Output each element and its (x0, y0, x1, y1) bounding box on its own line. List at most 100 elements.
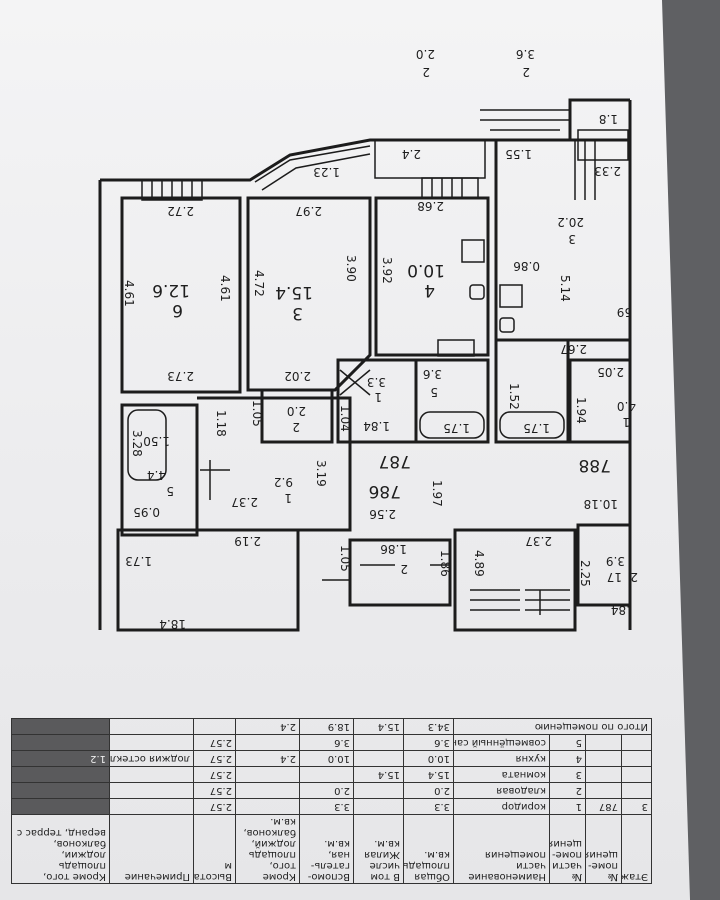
total-living: 15.4 (353, 718, 404, 735)
plan-label: 4.4 (147, 468, 166, 482)
plan-label: 2.33 (594, 164, 621, 178)
apartment-number-788: 788 (579, 455, 611, 475)
cell-height: 2.57 (193, 798, 236, 815)
plan-label: 1.75 (523, 421, 550, 435)
plan-label: 17 (607, 570, 622, 584)
bathtub-786 (127, 409, 167, 481)
cell-total: 3.3 (403, 798, 454, 815)
plan-label: 10.18 (584, 497, 618, 511)
total-area: 34.3 (403, 718, 454, 735)
cell-apt (585, 750, 622, 767)
cell-apt (585, 734, 622, 751)
table-header-row: Этаж № поме-щения № части поме-щения Наи… (11, 814, 652, 884)
cell-height: 2.57 (193, 766, 236, 783)
cell-living (353, 798, 404, 815)
cell-living (353, 750, 404, 767)
header-aux-area: Вспомо-гатель-ная, кв.м. (299, 814, 354, 884)
cell-aux: 3.3 (299, 798, 354, 815)
total-height (193, 718, 236, 735)
balcony-lines (480, 109, 570, 131)
table-row: 2 кладовая 2.0 2.0 2.57 (11, 782, 652, 799)
cell-living (353, 782, 404, 799)
plan-label: 5 (430, 385, 438, 399)
total-extra (11, 718, 110, 735)
plan-label: 4.61 (122, 280, 136, 307)
header-floor: Этаж (621, 814, 652, 884)
plan-label: 3.6 (516, 47, 535, 61)
plan-label: 2.68 (417, 199, 444, 213)
plan-label: 2.02 (284, 369, 311, 383)
cell-balcony: 2.4 (235, 750, 300, 767)
cell-living (353, 734, 404, 751)
cell-total: 2.0 (403, 782, 454, 799)
total-balcony: 2.4 (235, 718, 300, 735)
room-2-786 (348, 538, 452, 607)
plan-label: 1.86 (438, 550, 452, 577)
explication-area: Этаж № поме-щения № части поме-щения Наи… (0, 640, 690, 900)
room-2-storage (260, 388, 334, 444)
plan-label: 3.6 (423, 367, 442, 381)
plan-label: 9.2 (274, 475, 293, 489)
room-lower-left (116, 528, 300, 632)
plan-label: 5 (166, 484, 174, 498)
cell-living: 15.4 (353, 766, 404, 783)
floor-plan-drawing: 2.0 2 3.6 2 1.8 1.23 2.4 1.55 2.33 2.72 … (98, 47, 638, 632)
header-note: Примечание (109, 814, 194, 884)
header-part-name: Наименование части помещения (453, 814, 550, 884)
cell-apt (585, 782, 622, 799)
cell-part: 3 (549, 766, 586, 783)
plan-label: .84 (611, 603, 630, 617)
plan-label: 2.05 (597, 365, 624, 379)
plan-label: 6 (172, 300, 183, 320)
plan-label: 1.55 (505, 147, 532, 161)
plan-label: 2 (400, 562, 408, 576)
plan-label: 12.6 (152, 280, 190, 300)
total-label: Итого по помещению (453, 718, 652, 735)
plan-label: 1.05 (338, 545, 352, 572)
stove-788 (499, 284, 523, 308)
room-17 (576, 523, 632, 607)
plan-label: 20.2 (557, 215, 584, 229)
cell-part: 1 (549, 798, 586, 815)
plan-label: 4.72 (252, 270, 266, 297)
cell-balcony (235, 798, 300, 815)
cell-apt: 787 (585, 798, 622, 815)
plan-label: 1 (622, 415, 630, 429)
header-part-no: № части поме-щения (549, 814, 586, 884)
cell-total: 3.6 (403, 734, 454, 751)
plan-label: 1.75 (443, 421, 470, 435)
plan-label: 2 (292, 420, 300, 434)
plan-label: 3.90 (344, 255, 358, 282)
plan-label: 2.72 (167, 204, 194, 218)
cell-name: комната (453, 766, 550, 783)
cell-height: 2.57 (193, 750, 236, 767)
header-balcony-area: Кроме того, площадь лоджий, балконов, кв… (235, 814, 300, 884)
plan-label: 4 (424, 280, 435, 300)
cell-name: совмещённый санузел (453, 734, 550, 751)
table-row: 3 комната 15.4 15.4 2.57 (11, 766, 652, 783)
paper-sheet: 2.0 2 3.6 2 1.8 1.23 2.4 1.55 2.33 2.72 … (0, 0, 690, 900)
plan-label: 59 (617, 305, 632, 319)
cell-extra (11, 734, 110, 751)
plan-label: 1.97 (430, 480, 444, 507)
header-room-no: № поме-щения (585, 814, 622, 884)
plan-label: 1.50 (143, 434, 170, 448)
plan-label: 1.05 (250, 400, 264, 427)
cell-name: коридор (453, 798, 550, 815)
plan-label: 2.0 (287, 404, 306, 418)
explication-table: Этаж № поме-щения № части поме-щения Наи… (11, 718, 652, 884)
header-height: Высота, м (193, 814, 236, 884)
plan-label: 2 (422, 65, 430, 79)
cell-aux: 2.0 (299, 782, 354, 799)
cell-balcony (235, 734, 300, 751)
plan-label: 2.97 (295, 204, 322, 218)
cell-floor (621, 782, 652, 799)
cell-note (109, 798, 194, 815)
plan-label: 1 (374, 390, 382, 404)
bathtub-788 (499, 411, 565, 439)
plan-label: 2 (630, 570, 638, 584)
cell-floor (621, 766, 652, 783)
plan-label: 3.92 (380, 257, 394, 284)
cell-total: 10.0 (403, 750, 454, 767)
table-row: 5 совмещённый санузел 3.6 3.6 2.57 (11, 734, 652, 751)
